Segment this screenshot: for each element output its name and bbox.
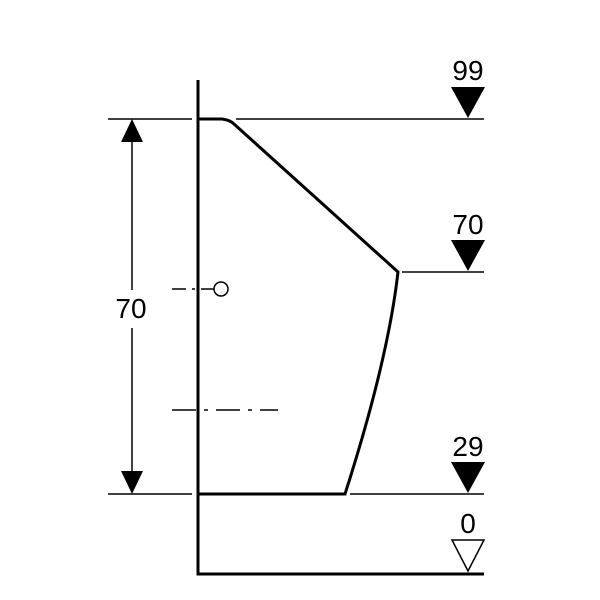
arrow-up-icon	[121, 119, 143, 142]
level-marker-0: 0	[450, 508, 486, 573]
level-marker-99: 99	[451, 55, 485, 118]
level-triangle-outline-icon	[450, 539, 486, 573]
level-label: 0	[460, 508, 476, 539]
level-label: 70	[452, 209, 483, 240]
level-marker-70: 70	[451, 209, 485, 271]
level-label: 99	[452, 55, 483, 86]
urinal-outline	[198, 117, 400, 496]
dimension-label: 70	[115, 293, 146, 324]
wall-floor-line	[196, 80, 484, 576]
level-triangle-icon	[451, 87, 485, 118]
level-triangle-icon	[451, 240, 485, 271]
inlet-circle-icon	[213, 281, 229, 297]
level-label: 29	[452, 431, 483, 462]
arrow-down-icon	[121, 471, 143, 494]
level-triangle-icon	[451, 462, 485, 493]
level-marker-29: 29	[451, 431, 485, 493]
